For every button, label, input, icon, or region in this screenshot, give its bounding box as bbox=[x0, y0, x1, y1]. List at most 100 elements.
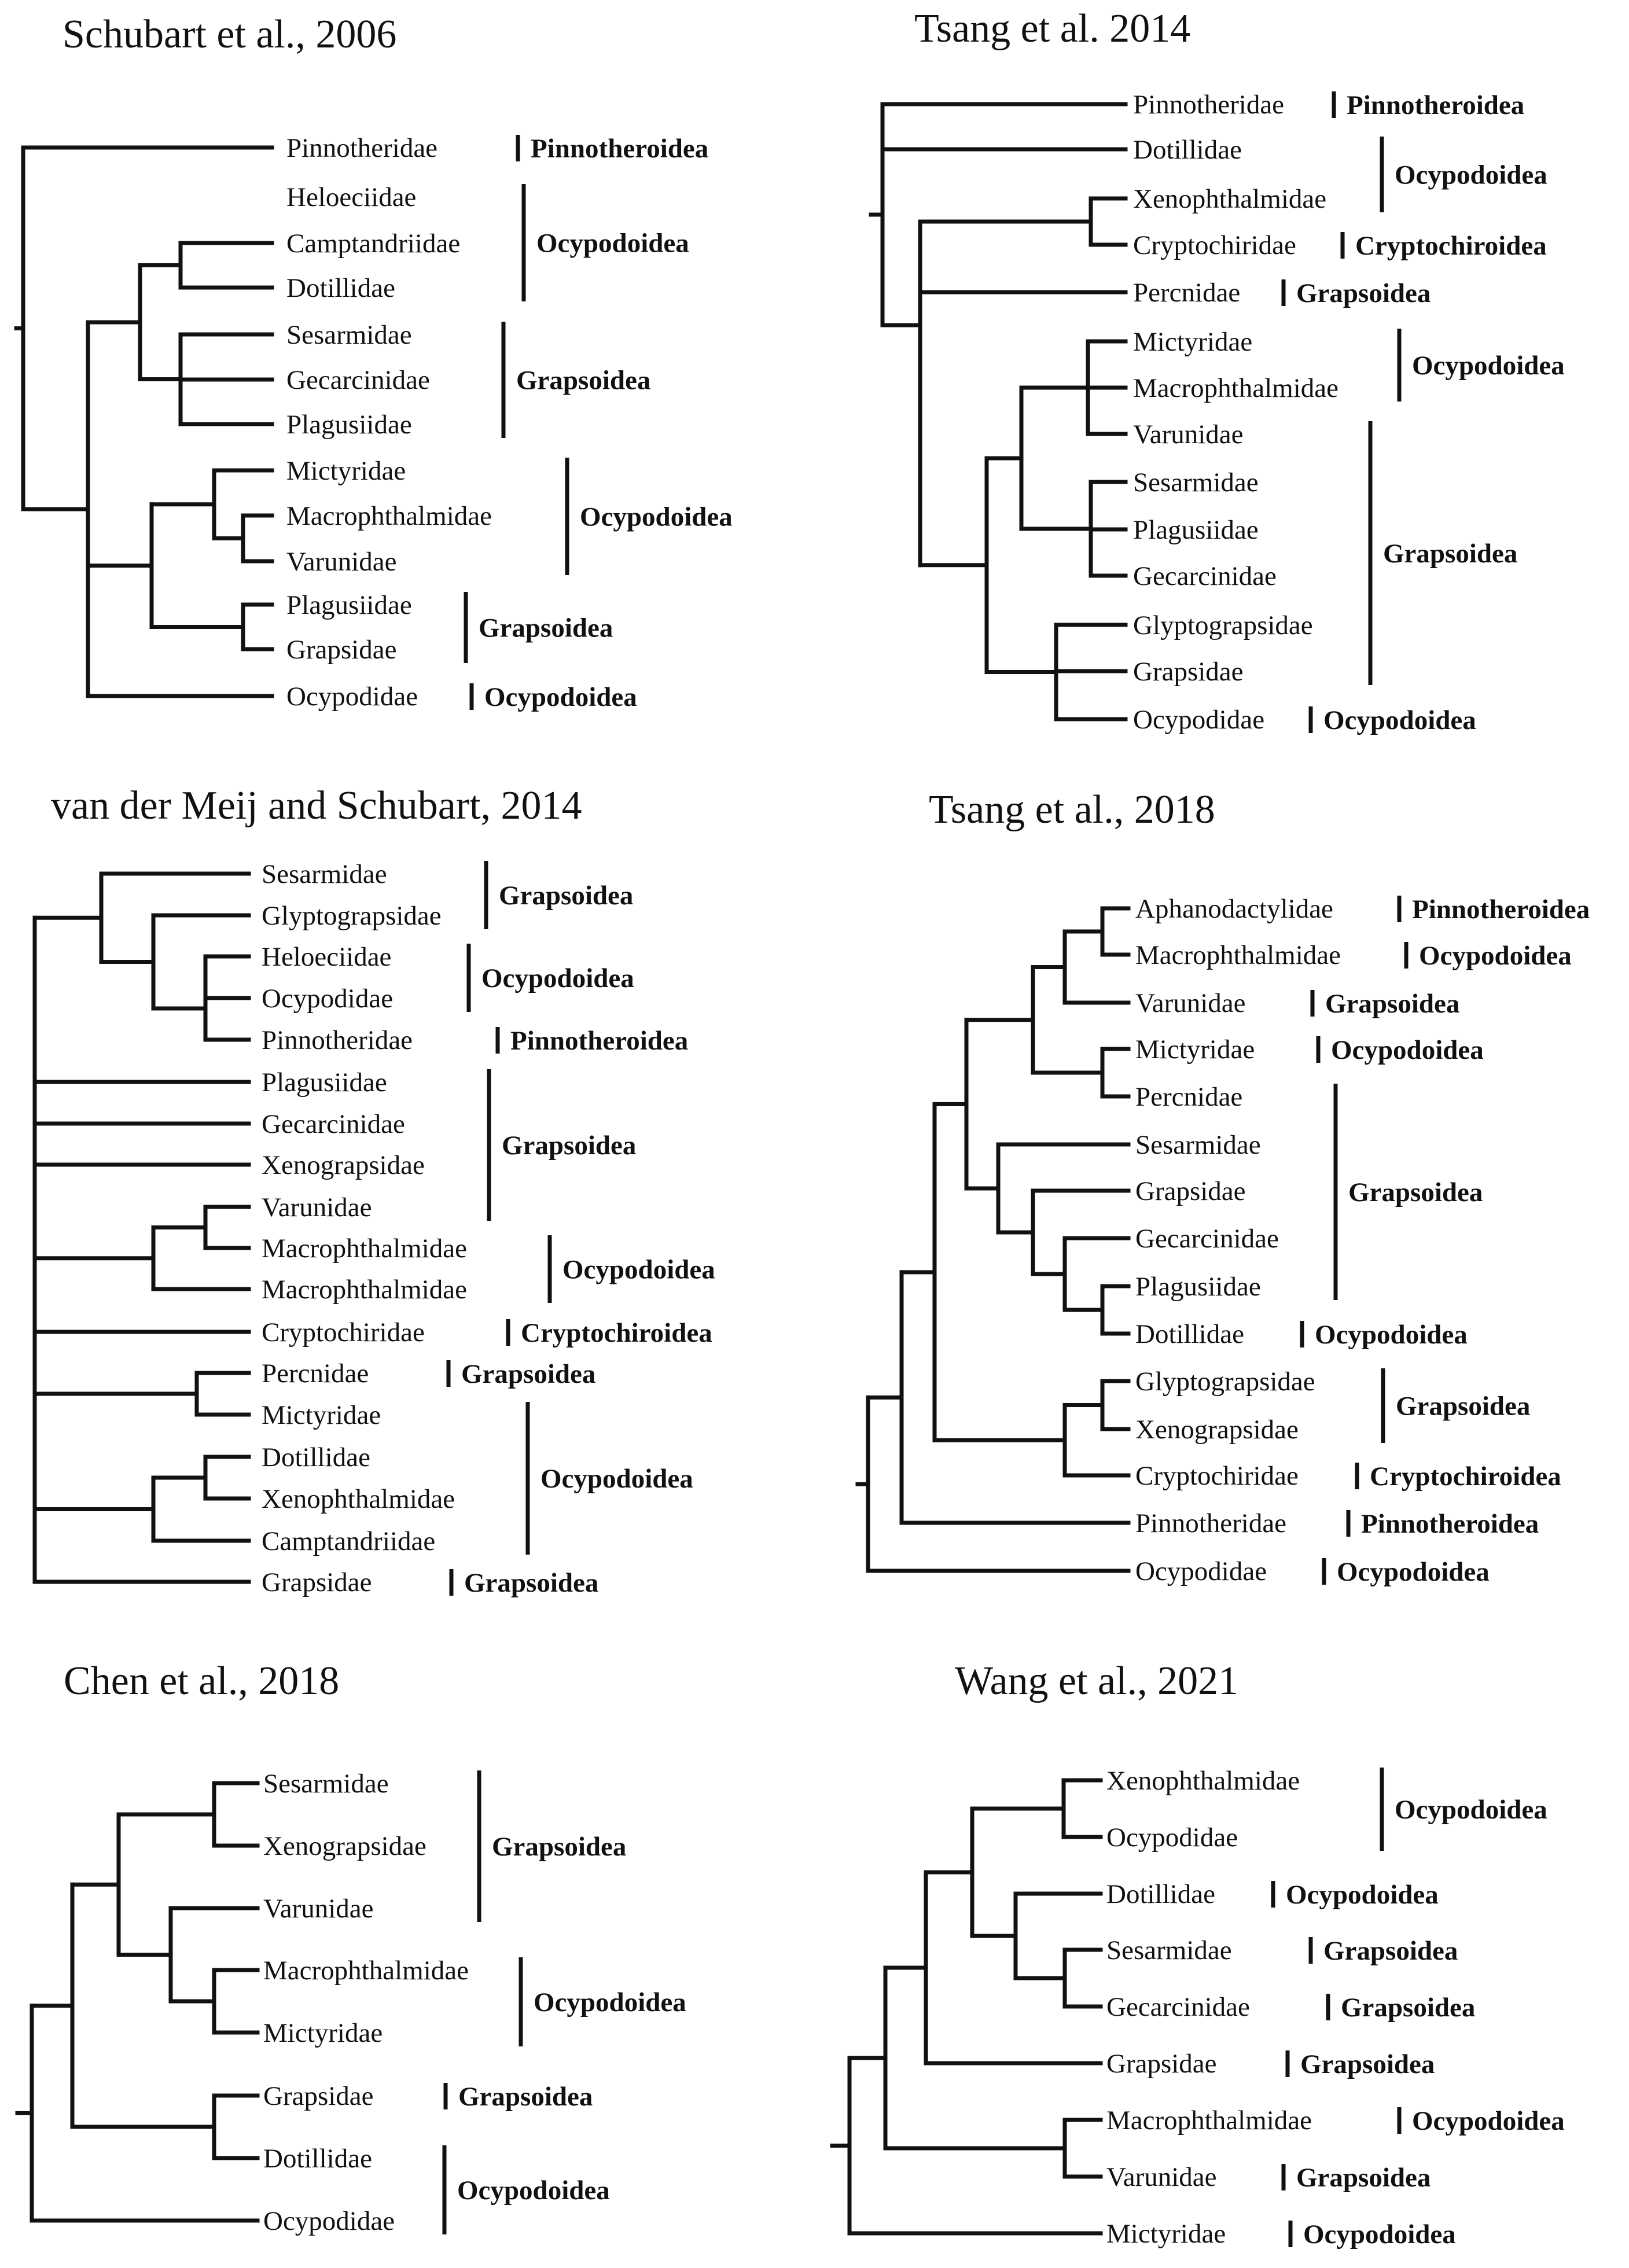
leaf-label: Percnidae bbox=[1135, 1082, 1242, 1112]
leaf-label: Sesarmidae bbox=[1106, 1935, 1232, 1965]
superfamily-label: Grapsoidea bbox=[1300, 2049, 1435, 2079]
leaf-label: Xenograpsidae bbox=[1135, 1415, 1299, 1445]
panel-tsang-2014: Tsang et al. 2014 PinnotheridaeDotillida… bbox=[869, 6, 1565, 735]
leaf-label: Varunidae bbox=[1135, 988, 1246, 1018]
leaf-label: Dotillidae bbox=[1133, 135, 1242, 165]
superfamily-label: Grapsoidea bbox=[464, 1568, 598, 1598]
panel-van-der-meij-schubart-2014: van der Meij and Schubart, 2014 Sesarmid… bbox=[32, 783, 715, 1598]
superfamily-label: Ocypodoidea bbox=[1419, 941, 1572, 971]
leaf-label: Plagusiidae bbox=[286, 590, 412, 620]
leaf-label: Mictyridae bbox=[286, 456, 406, 486]
superfamily-label: Ocypodoidea bbox=[481, 963, 634, 993]
leaf-label: Gecarcinidae bbox=[1135, 1224, 1279, 1254]
superfamily-label: Ocypodoidea bbox=[484, 682, 637, 712]
leaf-label: Aphanodactylidae bbox=[1135, 894, 1333, 924]
leaf-label: Dotillidae bbox=[1135, 1319, 1244, 1349]
leaf-label: Ocypodidae bbox=[1135, 1556, 1267, 1586]
leaf-label: Pinnotheridae bbox=[1133, 90, 1284, 120]
leaf-label: Sesarmidae bbox=[1135, 1130, 1261, 1160]
superfamily-label: Pinnotheroidea bbox=[1361, 1509, 1539, 1539]
superfamily-label: Grapsoidea bbox=[1296, 278, 1431, 308]
superfamily-label: Cryptochiroidea bbox=[1355, 231, 1547, 261]
superfamily-label: Grapsoidea bbox=[1296, 2163, 1431, 2193]
superfamily-label: Grapsoidea bbox=[502, 1131, 636, 1161]
panel-title: Tsang et al. 2014 bbox=[914, 6, 1190, 51]
leaf-label: Dotillidae bbox=[1106, 1879, 1215, 1909]
leaf-label: Grapsidae bbox=[263, 2081, 374, 2111]
superfamily-label: Ocypodoidea bbox=[534, 1987, 686, 2017]
leaf-label: Sesarmidae bbox=[262, 859, 387, 889]
leaf-label: Camptandriidae bbox=[286, 229, 460, 259]
superfamily-label: Grapsoidea bbox=[1348, 1177, 1483, 1207]
leaf-label: Macrophthalmidae bbox=[1135, 940, 1341, 970]
leaf-label: Cryptochiridae bbox=[1135, 1461, 1299, 1491]
leaf-label: Xenograpsidae bbox=[263, 1831, 426, 1861]
leaf-label: Percnidae bbox=[1133, 278, 1240, 308]
leaf-label: Mictyridae bbox=[263, 2018, 383, 2048]
superfamily-label: Grapsoidea bbox=[499, 881, 633, 911]
leaf-label: Xenophthalmidae bbox=[262, 1484, 455, 1514]
leaf-label: Grapsidae bbox=[1135, 1176, 1246, 1206]
leaf-label: Grapsidae bbox=[1133, 657, 1244, 687]
superfamily-label: Ocypodoidea bbox=[1395, 1795, 1547, 1825]
leaf-label: Dotillidae bbox=[262, 1442, 370, 1472]
superfamily-label: Pinnotheroidea bbox=[510, 1026, 688, 1056]
superfamily-label: Ocypodoidea bbox=[1315, 1320, 1468, 1350]
superfamily-label: Grapsoidea bbox=[1325, 989, 1459, 1019]
leaf-label: Plagusiidae bbox=[262, 1067, 387, 1098]
leaf-label: Varunidae bbox=[1133, 419, 1244, 450]
leaf-label: Gecarcinidae bbox=[286, 365, 430, 395]
superfamily-label: Ocypodoidea bbox=[1286, 1880, 1439, 1910]
leaf-label: Grapsidae bbox=[1106, 2049, 1217, 2079]
leaf-label: Ocypodidae bbox=[263, 2206, 395, 2236]
leaf-label: Mictyridae bbox=[1133, 327, 1252, 357]
superfamily-label: Grapsoidea bbox=[1396, 1391, 1530, 1422]
leaf-label: Macrophthalmidae bbox=[262, 1275, 467, 1305]
panel-title: Schubart et al., 2006 bbox=[62, 12, 396, 57]
leaf-label: Grapsidae bbox=[262, 1567, 372, 1597]
superfamily-label: Ocypodoidea bbox=[1412, 351, 1565, 381]
leaf-label: Varunidae bbox=[1106, 2162, 1217, 2192]
superfamily-label: Grapsoidea bbox=[1383, 539, 1517, 569]
leaf-label: Xenograpsidae bbox=[262, 1150, 425, 1180]
leaf-label: Ocypodidae bbox=[286, 682, 418, 712]
leaf-label: Sesarmidae bbox=[286, 320, 412, 350]
leaf-label: Percnidae bbox=[262, 1358, 369, 1389]
superfamily-label: Grapsoidea bbox=[516, 366, 650, 396]
leaf-label: Plagusiidae bbox=[1135, 1272, 1261, 1302]
superfamily-label: Grapsoidea bbox=[461, 1359, 595, 1389]
panel-tsang-2018: Tsang et al., 2018 AphanodactylidaeMacro… bbox=[855, 787, 1590, 1587]
superfamily-label: Cryptochiroidea bbox=[521, 1318, 712, 1348]
panel-title: Wang et al., 2021 bbox=[955, 1659, 1238, 1703]
leaf-label: Xenophthalmidae bbox=[1133, 184, 1326, 214]
leaf-label: Sesarmidae bbox=[1133, 467, 1259, 498]
leaf-label: Gecarcinidae bbox=[1133, 561, 1277, 591]
leaf-label: Macrophthalmidae bbox=[1106, 2105, 1312, 2136]
leaf-label: Gecarcinidae bbox=[262, 1109, 405, 1139]
leaf-label: Glyptograpsidae bbox=[1135, 1367, 1315, 1397]
leaf-label: Macrophthalmidae bbox=[1133, 373, 1338, 403]
leaf-label: Camptandriidae bbox=[262, 1526, 435, 1556]
superfamily-label: Grapsoidea bbox=[458, 2082, 593, 2112]
leaf-label: Plagusiidae bbox=[286, 410, 412, 440]
superfamily-label: Ocypodoidea bbox=[580, 502, 733, 532]
panel-schubart-2006: Schubart et al., 2006 PinnotheridaeHeloe… bbox=[14, 12, 733, 712]
leaf-label: Glyptograpsidae bbox=[1133, 610, 1313, 640]
superfamily-label: Ocypodoidea bbox=[457, 2175, 610, 2206]
leaf-label: Heloeciidae bbox=[286, 182, 416, 212]
superfamily-label: Pinnotheroidea bbox=[1412, 894, 1590, 925]
leaf-label: Cryptochiridae bbox=[1133, 230, 1296, 260]
superfamily-label: Ocypodoidea bbox=[1337, 1557, 1490, 1587]
superfamily-label: Ocypodoidea bbox=[562, 1255, 715, 1285]
leaf-label: Sesarmidae bbox=[263, 1769, 389, 1799]
superfamily-label: Pinnotheroidea bbox=[531, 134, 708, 164]
leaf-label: Macrophthalmidae bbox=[262, 1234, 467, 1264]
leaf-label: Varunidae bbox=[286, 547, 397, 577]
superfamily-label: Ocypodoidea bbox=[536, 229, 689, 259]
leaf-label: Ocypodidae bbox=[262, 984, 393, 1014]
panel-title: van der Meij and Schubart, 2014 bbox=[51, 783, 582, 828]
leaf-label: Xenophthalmidae bbox=[1106, 1766, 1300, 1796]
leaf-label: Varunidae bbox=[263, 1894, 374, 1924]
superfamily-label: Ocypodoidea bbox=[1331, 1035, 1484, 1065]
leaf-label: Mictyridae bbox=[1135, 1034, 1255, 1065]
